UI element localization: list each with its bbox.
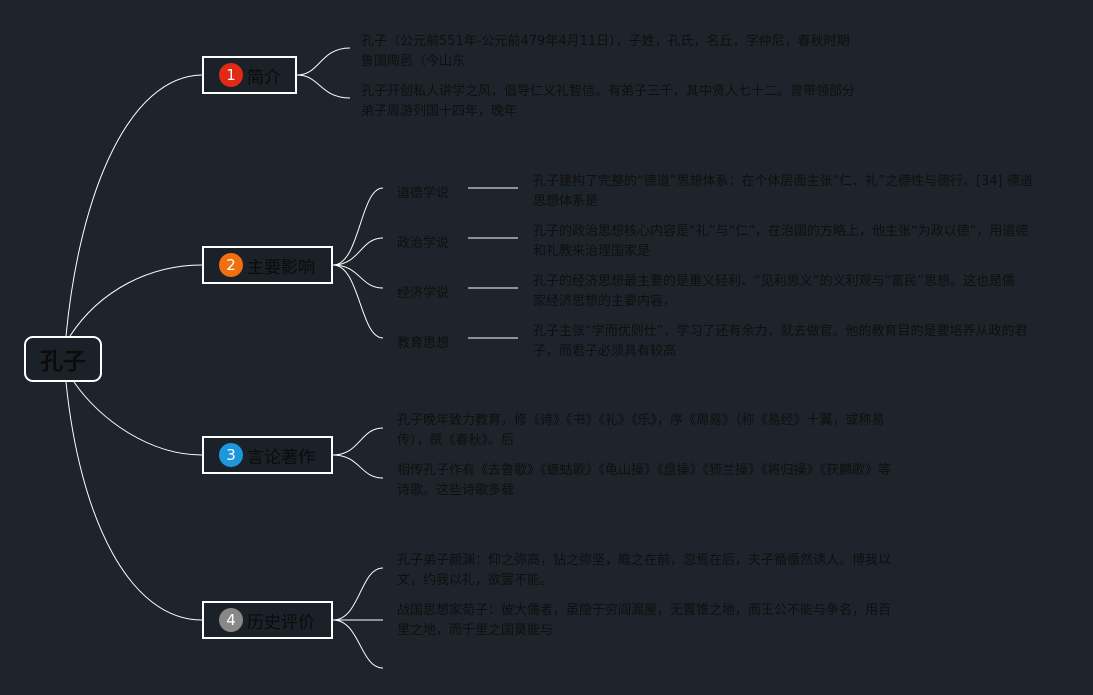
root-node[interactable]: 孔子 (24, 336, 102, 382)
leaf-line (332, 619, 384, 669)
sub-topic-moral[interactable]: 道德学说 (397, 186, 450, 201)
leaf-text: 战国思想家荀子：彼大儒者，虽隐于穷阎漏屋，无置锥之地，而王公不能与争名，用百里之… (397, 603, 892, 638)
branch-works[interactable]: 3 言论著作 (202, 436, 333, 474)
leaf-text: 孔子开创私人讲学之风，倡导仁义礼智信。有弟子三千，其中贤人七十二。曾带领部分弟子… (361, 84, 856, 119)
branch-influence[interactable]: 2 主要影响 (202, 246, 333, 284)
sub-topic-politics[interactable]: 政治学说 (397, 236, 450, 251)
root-branch-line (69, 264, 203, 337)
leaf-line (332, 454, 384, 479)
leaf-text: 孔子主张“学而优则仕”，学习了还有余力，就去做官。他的教育目的是要培养从政的君子… (533, 324, 1028, 359)
leaf-line (296, 47, 351, 76)
leaf-line (332, 567, 384, 621)
leaf-text: 孔子的政治思想核心内容是“礼”与“仁”，在治国的方略上，他主张“为政以德”，用道… (533, 224, 1029, 259)
branch-label: 主要影响 (247, 257, 315, 278)
sub-topic-economics[interactable]: 经济学说 (397, 286, 450, 301)
root-label: 孔子 (40, 349, 86, 375)
sub-line (332, 187, 384, 266)
number-badge-icon: 2 (219, 253, 243, 277)
leaf-text: 相传孔子作有《去鲁歌》《蟪蛄歌》《龟山操》《盘操》《猗兰操》《将归操》《获麟歌》… (397, 463, 892, 498)
leaf-text: 孔子（公元前551年-公元前479年4月11日），子姓，孔氏，名丘，字仲尼，春秋… (361, 34, 850, 69)
root-branch-line (65, 381, 203, 621)
sub-line (332, 264, 384, 339)
leaf-text: 孔子建构了完整的“德道”思想体系：在个体层面主张“仁、礼”之德性与德行。[34]… (533, 174, 1033, 209)
sub-line (332, 264, 384, 289)
branch-label: 言论著作 (247, 447, 315, 468)
branch-label: 简介 (247, 67, 281, 88)
leaf-text: 孔子晚年致力教育，修《诗》《书》《礼》《乐》，序《周易》（称《易经》十翼，或称易… (397, 413, 885, 448)
leaf-line (296, 74, 351, 99)
leaf-text: 孔子弟子颜渊：仰之弥高，钻之弥坚，瞻之在前，忽焉在后，夫子循循然诱人。博我以文，… (397, 553, 892, 588)
leaf-text: 孔子的经济思想最主要的是重义轻利、“见利思义”的义利观与“富民”思想。这也是儒家… (533, 274, 1015, 309)
number-badge-icon: 1 (219, 63, 243, 87)
branch-evaluation[interactable]: 4 历史评价 (202, 601, 333, 639)
leaf-line (332, 427, 384, 456)
number-badge-icon: 4 (219, 608, 243, 632)
branch-intro[interactable]: 1 简介 (202, 56, 297, 94)
sub-topic-education[interactable]: 教育思想 (397, 336, 450, 351)
sub-line (332, 237, 384, 266)
root-branch-line (65, 74, 203, 337)
root-branch-line (73, 381, 203, 456)
number-badge-icon: 3 (219, 443, 243, 467)
branch-label: 历史评价 (247, 612, 315, 633)
